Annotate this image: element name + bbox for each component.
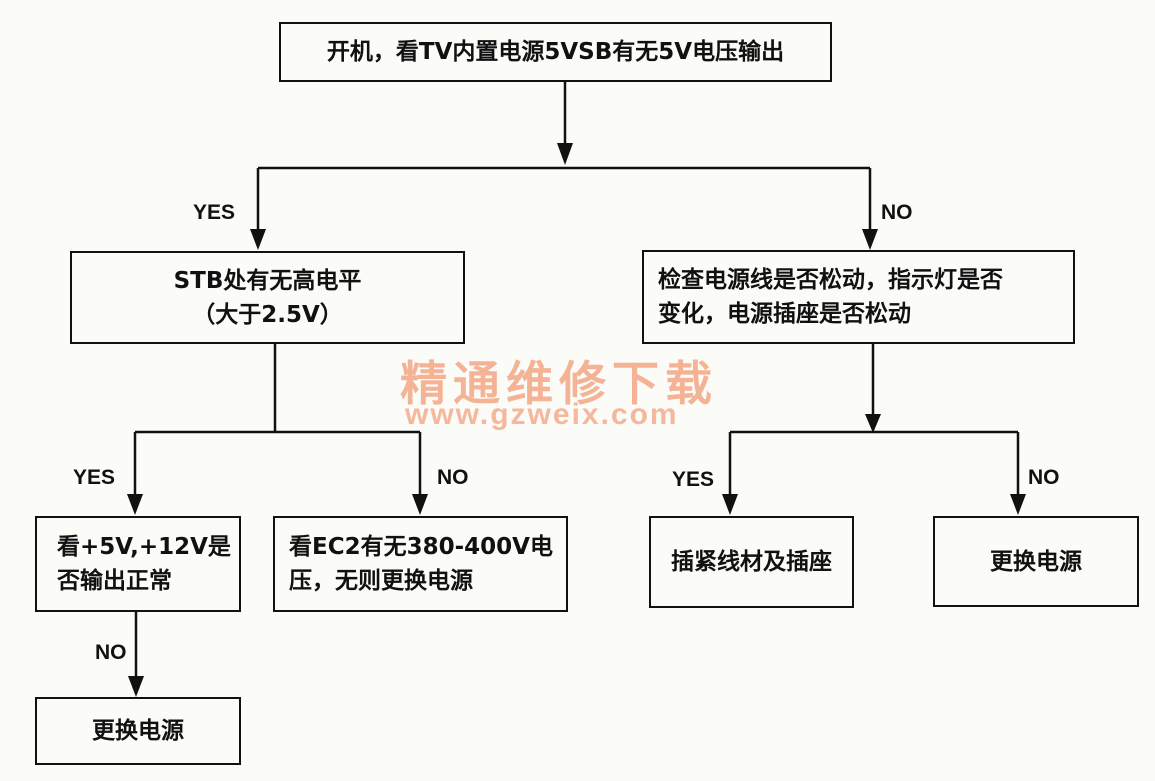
label-no-mid-right: NO [1028, 466, 1060, 489]
node-ec2-check: 看EC2有无380-400V电 压，无则更换电源 [273, 516, 568, 612]
node-volt-text-2: 否输出正常 [57, 568, 172, 594]
node-ec2-text-1: 看EC2有无380-400V电 [289, 534, 553, 560]
node-stb-text-2: （大于2.5V） [192, 301, 343, 328]
label-no-mid-left: NO [437, 466, 469, 489]
node-tighten: 插紧线材及插座 [649, 516, 854, 608]
label-no-bottom: NO [95, 641, 127, 664]
arrowhead-ec2 [412, 494, 428, 515]
node-check-text-2: 变化，电源插座是否松动 [658, 301, 911, 327]
watermark-url: www.gzweix.com [405, 398, 679, 431]
arrowhead-start [557, 143, 573, 165]
arrowhead-check [862, 229, 878, 250]
node-replace-bottom-text: 更换电源 [92, 718, 184, 744]
node-replace-right: 更换电源 [933, 516, 1139, 607]
node-stb-text-1: STB处有无高电平 [173, 267, 362, 294]
arrowhead-stb [250, 229, 266, 250]
watermark-title: 精通维修下载 [400, 357, 718, 412]
node-tighten-text: 插紧线材及插座 [671, 549, 832, 575]
node-voltage-check: 看+5V,+12V是 否输出正常 [35, 516, 241, 612]
arrowhead-replace-bottom [128, 676, 144, 697]
node-replace-bottom: 更换电源 [35, 697, 241, 765]
node-check-cable: 检查电源线是否松动，指示灯是否 变化，电源插座是否松动 [642, 250, 1075, 344]
node-ec2-text-2: 压，无则更换电源 [289, 568, 473, 594]
label-yes-top: YES [193, 201, 236, 224]
label-yes-mid-right: YES [672, 468, 715, 491]
arrowhead-check-merge [865, 414, 881, 433]
node-check-text-1: 检查电源线是否松动，指示灯是否 [658, 267, 1003, 293]
node-replace-right-text: 更换电源 [990, 548, 1082, 575]
arrowhead-replace-right [1010, 494, 1026, 515]
arrowhead-tighten [722, 494, 738, 515]
label-yes-mid-left: YES [73, 466, 116, 489]
arrowhead-volt [127, 494, 143, 515]
label-no-top: NO [881, 201, 913, 224]
node-start: 开机，看TV内置电源5VSB有无5V电压输出 [279, 22, 832, 82]
node-volt-text-1: 看+5V,+12V是 [57, 534, 231, 560]
node-start-text: 开机，看TV内置电源5VSB有无5V电压输出 [326, 39, 785, 65]
node-stb-check: STB处有无高电平 （大于2.5V） [70, 251, 465, 344]
